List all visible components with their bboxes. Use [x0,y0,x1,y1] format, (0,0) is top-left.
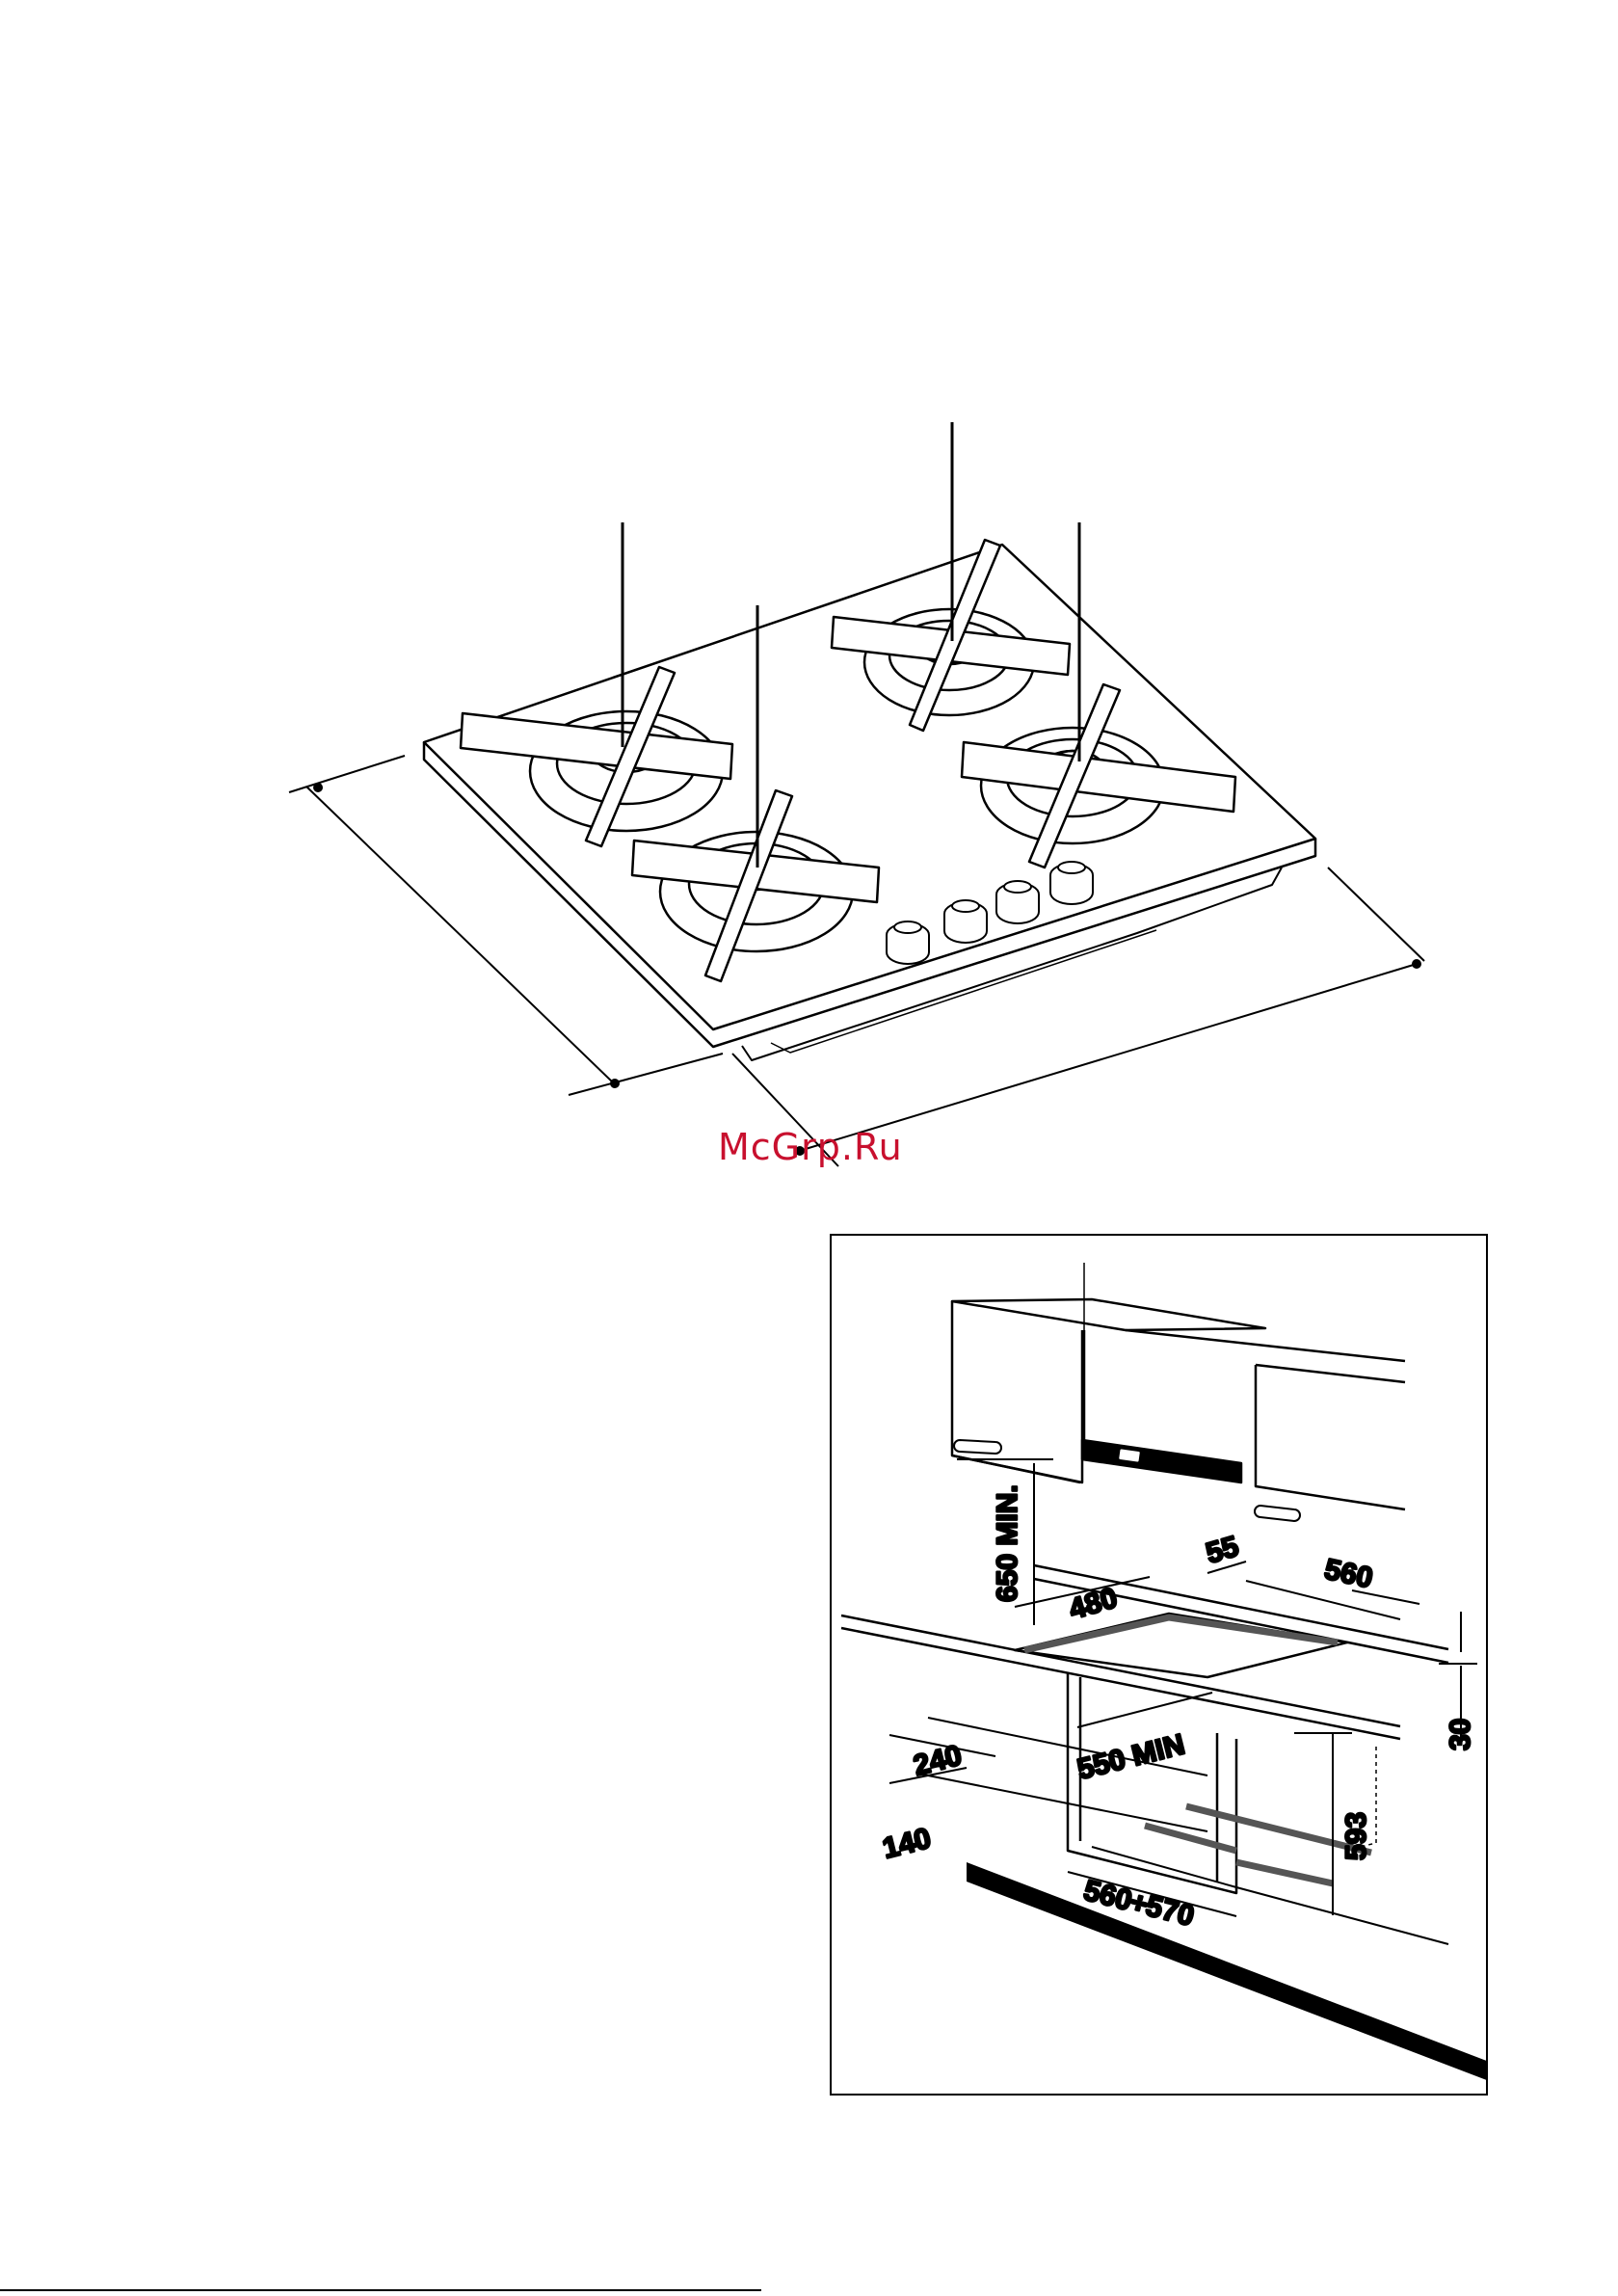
dim-650-min: 650 MIN. [992,1484,1023,1602]
dim-480: 480 [1066,1582,1121,1626]
knob-1 [887,921,929,964]
worktop-cutout [1015,1614,1347,1677]
floor [967,1862,1486,2084]
hood-rail [1082,1440,1241,1482]
installation-diagram: 650 MIN. 480 55 560 30 240 140 550 MIN 5… [832,1236,1486,2094]
knob-4 [1050,862,1093,904]
dim-550-min: 550 MIN [1074,1728,1188,1785]
watermark-text: McGrp.Ru [718,1126,903,1168]
footer-rule [0,2289,761,2291]
knob-2 [944,900,987,943]
oven-cavity [1068,1673,1376,1893]
dim-240: 240 [911,1740,966,1782]
dim-140: 140 [880,1823,935,1865]
hob-diagram [0,0,1618,1186]
dim-560: 560 [1322,1554,1376,1595]
dim-593: 593 [1340,1812,1372,1860]
installation-diagram-frame: 650 MIN. 480 55 560 30 240 140 550 MIN 5… [830,1234,1488,2096]
dim-30: 30 [1445,1719,1476,1750]
knob-3 [996,881,1039,923]
